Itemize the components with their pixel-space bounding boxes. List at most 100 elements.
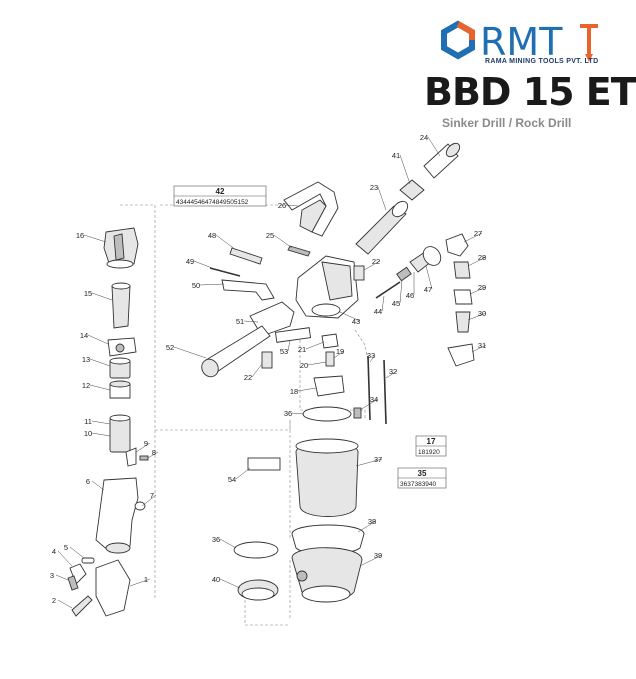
callout-c20: 20 xyxy=(300,361,308,370)
callout-c15: 15 xyxy=(84,289,92,298)
callout-c33: 33 xyxy=(367,351,375,360)
callout-c54: 54 xyxy=(228,475,236,484)
callout-c9: 9 xyxy=(144,439,148,448)
leader-line-c45 xyxy=(399,279,403,304)
leader-line-c32 xyxy=(385,370,398,379)
leader-line-c8 xyxy=(147,451,159,459)
kit-17-items: 181920 xyxy=(418,449,440,456)
leader-line-c12 xyxy=(89,384,111,391)
leader-line-c26 xyxy=(285,204,299,207)
leader-line-c38 xyxy=(357,520,377,533)
leader-line-c2 xyxy=(57,599,73,609)
callout-c13: 13 xyxy=(82,355,90,364)
callout-c45: 45 xyxy=(392,299,400,308)
leader-line-c54 xyxy=(235,467,251,480)
callout-c19: 19 xyxy=(336,347,344,356)
kit-35-items: 3637383940 xyxy=(400,481,437,488)
front-head-parts xyxy=(67,227,149,617)
leader-line-c15 xyxy=(91,292,113,301)
callout-c22a: 22 xyxy=(244,373,252,382)
leader-line-c6 xyxy=(91,480,105,491)
callout-c51: 51 xyxy=(236,317,244,326)
leader-line-c22a xyxy=(251,363,263,378)
leader-line-c31 xyxy=(471,344,487,353)
leader-line-c37 xyxy=(355,458,383,467)
callout-c32: 32 xyxy=(389,367,397,376)
leader-line-c23 xyxy=(377,186,387,211)
callout-c1: 1 xyxy=(144,575,148,584)
leader-line-c4 xyxy=(57,550,73,567)
callout-c3: 3 xyxy=(50,571,54,580)
callout-c30: 30 xyxy=(478,309,486,318)
leader-line-c51 xyxy=(243,320,259,323)
kit-17-title: 17 xyxy=(427,437,436,446)
leader-line-c16 xyxy=(83,234,107,243)
kit-35-box: 35 3637383940 xyxy=(397,467,447,489)
leader-line-c43 xyxy=(339,311,361,322)
leader-line-c34 xyxy=(359,398,379,411)
leader-line-c22b xyxy=(363,260,381,271)
callout-leaders xyxy=(55,136,487,609)
callout-c8: 8 xyxy=(152,448,156,457)
company-name: RAMA MINING TOOLS PVT. LTD xyxy=(485,58,599,65)
callout-c2: 2 xyxy=(52,596,56,605)
model-title: BBD 15 ET xyxy=(424,70,636,114)
callout-c48: 48 xyxy=(208,231,216,240)
callout-c46: 46 xyxy=(406,291,414,300)
logo-text: RMT xyxy=(480,20,563,64)
leader-line-c11 xyxy=(91,420,111,425)
callout-c27: 27 xyxy=(474,229,482,238)
callout-c52: 52 xyxy=(166,343,174,352)
leader-line-c50 xyxy=(199,283,225,286)
kit-42-box: 42 43444546474849505152 xyxy=(173,185,267,207)
leader-line-c1 xyxy=(129,578,151,587)
callout-c23: 23 xyxy=(370,183,378,192)
leader-line-c10 xyxy=(91,432,111,437)
cylinder-valve-parts xyxy=(201,142,461,603)
leader-line-c27 xyxy=(463,232,483,243)
leader-line-c40 xyxy=(219,578,241,589)
callout-c40: 40 xyxy=(212,575,220,584)
exploded-parts-diagram: 42 43444546474849505152 17 181920 35 363… xyxy=(50,133,487,626)
callout-c22b: 22 xyxy=(372,257,380,266)
callout-c41: 41 xyxy=(392,151,400,160)
callout-c29: 29 xyxy=(478,283,486,292)
kit-35-title: 35 xyxy=(418,469,427,478)
callout-c36b: 36 xyxy=(212,535,220,544)
callout-c38: 38 xyxy=(368,517,376,526)
callout-c49: 49 xyxy=(186,257,194,266)
kit-42-items: 43444546474849505152 xyxy=(176,199,249,206)
leader-line-c53 xyxy=(287,339,291,352)
callout-c10: 10 xyxy=(84,429,92,438)
kit-42-title: 42 xyxy=(216,187,225,196)
callout-c16: 16 xyxy=(76,231,84,240)
callout-c11: 11 xyxy=(84,417,92,426)
model-subtitle: Sinker Drill / Rock Drill xyxy=(442,116,572,130)
callout-c14: 14 xyxy=(80,331,88,340)
callout-c34: 34 xyxy=(370,395,378,404)
leader-line-c21 xyxy=(305,341,325,350)
callout-c18: 18 xyxy=(290,387,298,396)
callout-c50: 50 xyxy=(192,281,200,290)
leader-line-c9 xyxy=(135,442,151,453)
callout-c53: 53 xyxy=(280,347,288,356)
callout-c47: 47 xyxy=(424,285,432,294)
leader-line-c52 xyxy=(173,346,207,359)
leader-line-c24 xyxy=(427,136,441,157)
drill-icon xyxy=(580,24,598,62)
callout-c5: 5 xyxy=(64,543,68,552)
callout-c25: 25 xyxy=(266,231,274,240)
callout-c12: 12 xyxy=(82,381,90,390)
callout-c6: 6 xyxy=(86,477,90,486)
leader-line-c5 xyxy=(69,546,85,559)
assembly-guide-lines xyxy=(120,204,369,626)
callout-c28: 28 xyxy=(478,253,486,262)
leader-line-c39 xyxy=(359,554,383,567)
leader-line-c47 xyxy=(425,265,433,290)
air-fittings xyxy=(445,233,475,367)
leader-line-c20 xyxy=(307,361,327,366)
leader-line-c29 xyxy=(469,286,487,295)
callout-c26: 26 xyxy=(278,201,286,210)
kit-17-box: 17 181920 xyxy=(415,435,447,457)
